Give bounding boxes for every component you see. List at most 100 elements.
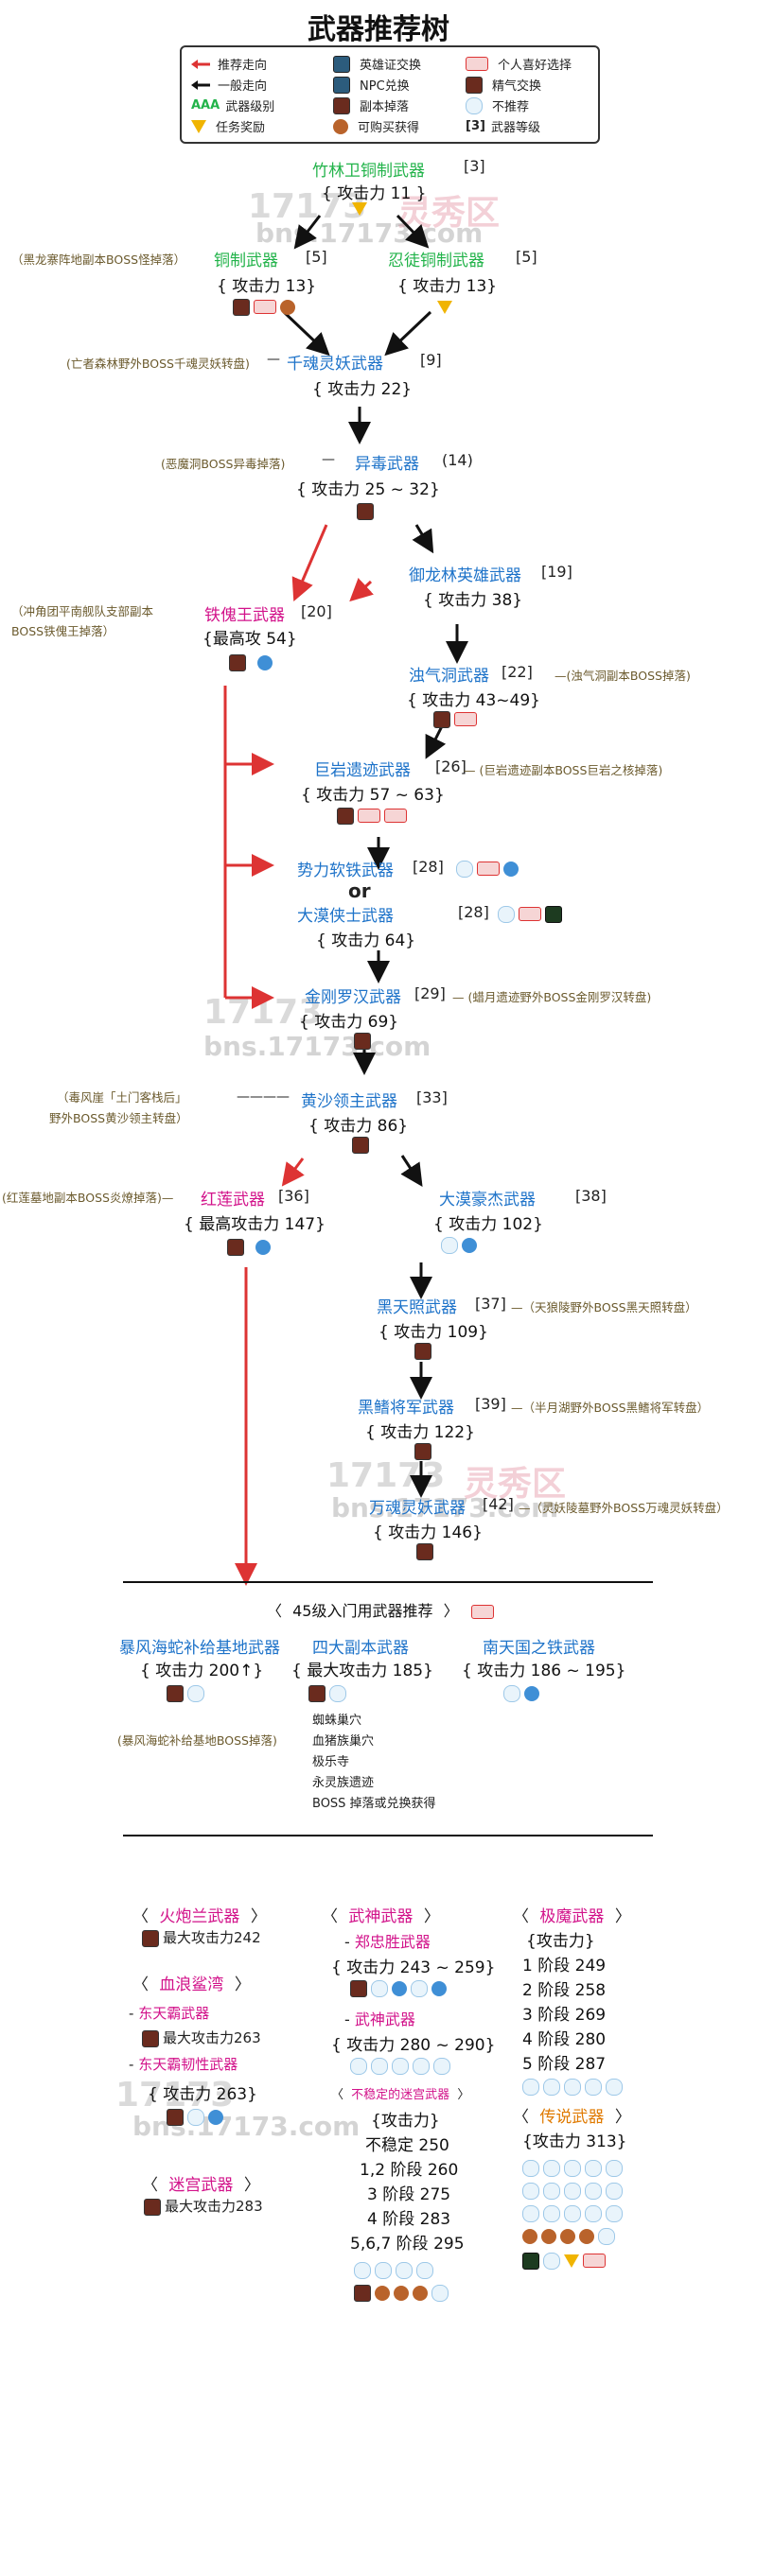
legend-label: 任务奖励 bbox=[216, 121, 266, 135]
node-lv20-source2: BOSS铁傀王掉落） bbox=[11, 624, 115, 638]
cloud-icon bbox=[371, 1979, 388, 1997]
cloud-icon bbox=[606, 2204, 623, 2222]
cloud-icon bbox=[413, 2057, 430, 2075]
watermark-domain: bns.17173.com bbox=[255, 218, 484, 249]
quest-reward-icon bbox=[352, 202, 367, 216]
node-lv42-source: —（灵妖陵墓野外BOSS万魂灵妖转盘） bbox=[519, 1501, 729, 1515]
legend-box: 推荐走向 英雄证交换 个人喜好选择 一般走向 NPC兑换 精气交换 AAA 武器… bbox=[180, 45, 600, 144]
node-lv29-level: [29] bbox=[414, 984, 446, 1002]
coin-icon bbox=[333, 118, 348, 134]
cloud-icon bbox=[411, 1979, 428, 1997]
node-lv38-icons bbox=[441, 1235, 481, 1254]
bracket-right: 〉 bbox=[457, 2088, 470, 2102]
node-lv22-source: —(浊气洞副本BOSS掉落) bbox=[555, 669, 691, 683]
cloud-icon bbox=[522, 2159, 539, 2177]
wushen2-name: 武神武器 bbox=[354, 2010, 415, 2028]
jimo-row1: 2 阶段 258 bbox=[522, 1981, 607, 2000]
tag-icon bbox=[466, 57, 488, 71]
node-lv37-level: [37] bbox=[475, 1295, 506, 1313]
legend-item-cloud: 不推荐 bbox=[466, 96, 529, 114]
cloud-icon bbox=[350, 2057, 367, 2075]
node-lv29-atk: { 攻击力 69} bbox=[299, 1013, 399, 1032]
node-lv36-icons bbox=[227, 1237, 274, 1256]
chuanshuo-icons-row1 bbox=[522, 2158, 626, 2177]
s45-item1-atk: { 最大攻击力 185} bbox=[291, 1662, 433, 1680]
cloud-icon bbox=[606, 2159, 623, 2177]
cloud-icon bbox=[466, 96, 483, 114]
legend-item-black-arrow: 一般走向 bbox=[191, 76, 267, 94]
dungeon-drop-icon bbox=[308, 1684, 326, 1702]
s45-item0-icons bbox=[167, 1683, 208, 1702]
cloud-icon bbox=[543, 2159, 560, 2177]
chuanshuo-atk: {攻击力 313} bbox=[522, 2132, 627, 2151]
legend-item-npc: NPC兑换 bbox=[333, 76, 410, 94]
page-title: 武器推荐树 bbox=[308, 13, 449, 46]
dongtianba2-icons bbox=[167, 2107, 227, 2126]
cloud-icon bbox=[354, 2261, 371, 2279]
zhengzhongsheng-atk: { 攻击力 243 ~ 259} bbox=[331, 1958, 496, 1977]
arrow-black bbox=[400, 1155, 423, 1188]
legend-item-dungeon: 副本掉落 bbox=[333, 96, 409, 114]
coin-icon bbox=[375, 2285, 390, 2301]
zhengzhongsheng-icons bbox=[350, 1978, 450, 1997]
node-lv9-atk: { 攻击力 22} bbox=[312, 380, 413, 399]
node-lv5a-level: [5] bbox=[306, 248, 327, 266]
coin-icon bbox=[280, 299, 295, 315]
node-lv26-name: 巨岩遗迹武器 bbox=[314, 761, 411, 780]
migong-atk-wrap: 最大攻击力283 bbox=[144, 2196, 263, 2216]
bracket-left: 〈 bbox=[331, 2088, 344, 2102]
node-lv20-name: 铁傀王武器 bbox=[204, 606, 285, 625]
cloud-icon bbox=[329, 1684, 346, 1702]
legend-label: 精气交换 bbox=[492, 79, 542, 94]
spin-icon bbox=[524, 1685, 539, 1701]
huopaolan-atk-wrap: 最大攻击力242 bbox=[142, 1927, 261, 1947]
s45-item1-list4: BOSS 掉落或兑换获得 bbox=[312, 1797, 436, 1811]
legend-label: 英雄证交换 bbox=[360, 59, 422, 73]
node-lv28b-atk: { 攻击力 64} bbox=[316, 931, 416, 950]
cloud-icon bbox=[522, 2182, 539, 2200]
legend-item-hero: 英雄证交换 bbox=[333, 55, 421, 73]
dungeon-drop-icon bbox=[142, 1929, 159, 1947]
s45-item2-name: 南天国之铁武器 bbox=[483, 1639, 595, 1658]
cloud-icon bbox=[543, 2252, 560, 2270]
huopaolan-title: 〈 火炮兰武器 〉 bbox=[132, 1903, 267, 1926]
migong-name: 迷宫武器 bbox=[168, 2176, 234, 2195]
or-label: or bbox=[348, 879, 371, 902]
bracket-left: 〈 bbox=[142, 2176, 158, 2195]
node-lv36-level: [36] bbox=[278, 1187, 309, 1205]
cloud-icon bbox=[187, 1684, 204, 1702]
legend-item-grade: AAA 武器级别 bbox=[191, 96, 274, 114]
node-lv20-atk: {最高攻 54} bbox=[202, 630, 297, 649]
cloud-icon bbox=[522, 2204, 539, 2222]
dongtianba-line: - 东天霸武器 bbox=[129, 2005, 210, 2022]
migong-title: 〈 迷宫武器 〉 bbox=[142, 2171, 260, 2195]
node-lv37-atk: { 攻击力 109} bbox=[378, 1323, 488, 1342]
dungeon-drop-icon bbox=[354, 1033, 371, 1050]
node-lv36-source: (红莲墓地副本BOSS炎燎掉落)— bbox=[2, 1191, 174, 1205]
legend-label: 副本掉落 bbox=[360, 100, 410, 114]
dungeon-drop-icon bbox=[227, 1238, 244, 1256]
cloud-icon bbox=[598, 2227, 615, 2245]
node-lv5a-source: （黑龙寨阵地副本BOSS怪掉落） bbox=[11, 252, 186, 267]
node-lv5a-icons bbox=[233, 297, 299, 316]
dungeon-drop-icon bbox=[337, 807, 354, 825]
red-arrow-icon bbox=[191, 59, 210, 69]
unstable-icons-row1 bbox=[354, 2260, 437, 2279]
node-lv5b-name: 忍徒铜制武器 bbox=[388, 252, 484, 270]
arrow-red bbox=[291, 524, 328, 602]
spin-icon bbox=[462, 1237, 477, 1253]
arrow-black bbox=[293, 215, 322, 250]
cloud-icon bbox=[543, 2182, 560, 2200]
hero-token-icon bbox=[333, 55, 350, 73]
spin-icon bbox=[431, 1980, 447, 1996]
node-lv37-name: 黑天照武器 bbox=[377, 1298, 457, 1317]
jimo-row4: 5 阶段 287 bbox=[522, 2055, 607, 2074]
npc-icon bbox=[333, 76, 350, 94]
legend-item-red-arrow: 推荐走向 bbox=[191, 55, 267, 73]
cloud-icon bbox=[396, 2261, 413, 2279]
jimo-atk: {攻击力} bbox=[526, 1932, 595, 1951]
xuelanghu-title: 〈 血浪鲨湾 〉 bbox=[132, 1971, 251, 1994]
s45-item0-source: (暴风海蛇补给基地BOSS掉落) bbox=[117, 1733, 277, 1748]
unstable-atk: {攻击力} bbox=[371, 2112, 440, 2131]
dongtianba2-line: - 东天霸韧性武器 bbox=[129, 2056, 238, 2073]
